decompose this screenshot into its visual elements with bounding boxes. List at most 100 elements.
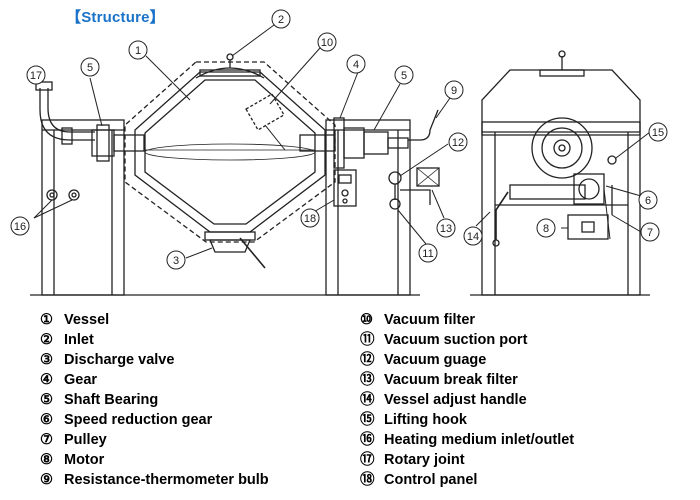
svg-text:11: 11 bbox=[422, 248, 433, 260]
legend-label: Vessel bbox=[64, 312, 110, 328]
legend-number: ⑨ bbox=[40, 472, 53, 488]
legend-label: Motor bbox=[64, 452, 105, 468]
legend-number: ⑰ bbox=[360, 452, 375, 468]
legend-label: Rotary joint bbox=[384, 452, 465, 468]
legend-number: ⑩ bbox=[360, 312, 373, 328]
legend-number: ⑮ bbox=[360, 412, 375, 428]
diagram-title: 【Structure】 bbox=[66, 9, 165, 26]
callout-18: 18 bbox=[300, 208, 320, 228]
side-view-vessel bbox=[481, 50, 641, 136]
legend-number: ④ bbox=[40, 372, 53, 388]
legend-label: Vacuum filter bbox=[384, 312, 476, 328]
svg-text:14: 14 bbox=[467, 231, 479, 243]
svg-text:6: 6 bbox=[645, 195, 651, 207]
legend-item: ⑮ Lifting hook bbox=[360, 410, 574, 430]
callout-1: 1 bbox=[128, 40, 148, 60]
legend-item: ⑦ Pulley bbox=[40, 430, 269, 450]
legend-label: Lifting hook bbox=[384, 412, 467, 428]
svg-text:10: 10 bbox=[321, 37, 333, 49]
legend-item: ⑤ Shaft Bearing bbox=[40, 390, 269, 410]
legend-item: ⑪ Vacuum suction port bbox=[360, 330, 574, 350]
legend-label: Heating medium inlet/outlet bbox=[384, 432, 575, 448]
callout-13: 13 bbox=[436, 218, 456, 238]
callout-7: 7 bbox=[640, 222, 660, 242]
legend-item: ⑧ Motor bbox=[40, 450, 269, 470]
svg-text:13: 13 bbox=[440, 223, 452, 235]
legend-item: ④ Gear bbox=[40, 370, 269, 390]
left-frame bbox=[41, 119, 125, 296]
vacuum-filter bbox=[245, 93, 286, 151]
legend-item: ⑥ Speed reduction gear bbox=[40, 410, 269, 430]
svg-text:15: 15 bbox=[652, 127, 664, 139]
discharge-valve bbox=[204, 231, 266, 269]
callout-14: 14 bbox=[463, 226, 483, 246]
callout-4: 4 bbox=[346, 54, 366, 74]
legend-number: ⑬ bbox=[360, 372, 375, 388]
svg-text:5: 5 bbox=[87, 62, 93, 74]
right-shaft-gear bbox=[299, 109, 439, 169]
legend-number: ⑧ bbox=[40, 452, 53, 468]
legend-number: ② bbox=[40, 332, 53, 348]
side-view-flange bbox=[531, 117, 593, 179]
legend-number: ⑭ bbox=[360, 392, 375, 408]
legend-item: ⑯ Heating medium inlet/outlet bbox=[360, 430, 574, 450]
legend-item: ⑰ Rotary joint bbox=[360, 450, 574, 470]
callout-2: 2 bbox=[271, 9, 291, 29]
legend-label: Speed reduction gear bbox=[64, 412, 213, 428]
legend-number: ⑤ bbox=[40, 392, 53, 408]
svg-text:18: 18 bbox=[304, 213, 316, 225]
svg-text:1: 1 bbox=[135, 45, 141, 57]
left-shaft-bearing bbox=[91, 124, 145, 162]
legend-number: ③ bbox=[40, 352, 53, 368]
legend-number: ⑪ bbox=[360, 332, 375, 348]
callout-17: 17 bbox=[26, 65, 46, 85]
legend-number: ⑦ bbox=[40, 432, 53, 448]
svg-text:5: 5 bbox=[401, 70, 407, 82]
legend-number: ⑯ bbox=[360, 432, 375, 448]
legend-item: ⑬ Vacuum break filter bbox=[360, 370, 574, 390]
svg-text:3: 3 bbox=[173, 255, 179, 267]
legend-label: Discharge valve bbox=[64, 352, 175, 368]
legend-item: ⑨ Resistance-thermometer bulb bbox=[40, 470, 269, 490]
callout-16: 16 bbox=[10, 216, 30, 236]
svg-text:9: 9 bbox=[451, 85, 457, 97]
inlet bbox=[195, 53, 265, 79]
legend-item: ⑩ Vacuum filter bbox=[360, 310, 574, 330]
legend-label: Gear bbox=[64, 372, 98, 388]
callout-11: 11 bbox=[418, 243, 438, 263]
legend-number: ⑥ bbox=[40, 412, 53, 428]
rotary-joint bbox=[35, 81, 95, 145]
svg-text:4: 4 bbox=[353, 59, 359, 71]
right-frame bbox=[325, 119, 411, 296]
legend-label: Pulley bbox=[64, 432, 107, 448]
svg-text:12: 12 bbox=[452, 137, 464, 149]
callout-10: 10 bbox=[317, 32, 337, 52]
callout-9: 9 bbox=[444, 80, 464, 100]
svg-text:16: 16 bbox=[14, 221, 26, 233]
legend-label: Inlet bbox=[64, 332, 94, 348]
callout-6: 6 bbox=[638, 190, 658, 210]
svg-text:2: 2 bbox=[278, 14, 284, 26]
heating-medium-ports bbox=[46, 189, 80, 201]
control-panel bbox=[333, 169, 357, 207]
legend-label: Control panel bbox=[384, 472, 478, 488]
legend-label: Vacuum suction port bbox=[384, 332, 528, 348]
svg-text:8: 8 bbox=[543, 223, 549, 235]
legend-item: ③ Discharge valve bbox=[40, 350, 269, 370]
svg-text:7: 7 bbox=[647, 227, 653, 239]
legend-label: Shaft Bearing bbox=[64, 392, 159, 408]
side-view-drive bbox=[492, 155, 617, 247]
legend-number: ⑫ bbox=[360, 352, 375, 368]
legend-label: Resistance-thermometer bulb bbox=[64, 472, 269, 488]
legend-label: Vacuum break filter bbox=[384, 372, 518, 388]
callout-5-2: 5 bbox=[80, 57, 100, 77]
callout-15: 15 bbox=[648, 122, 668, 142]
